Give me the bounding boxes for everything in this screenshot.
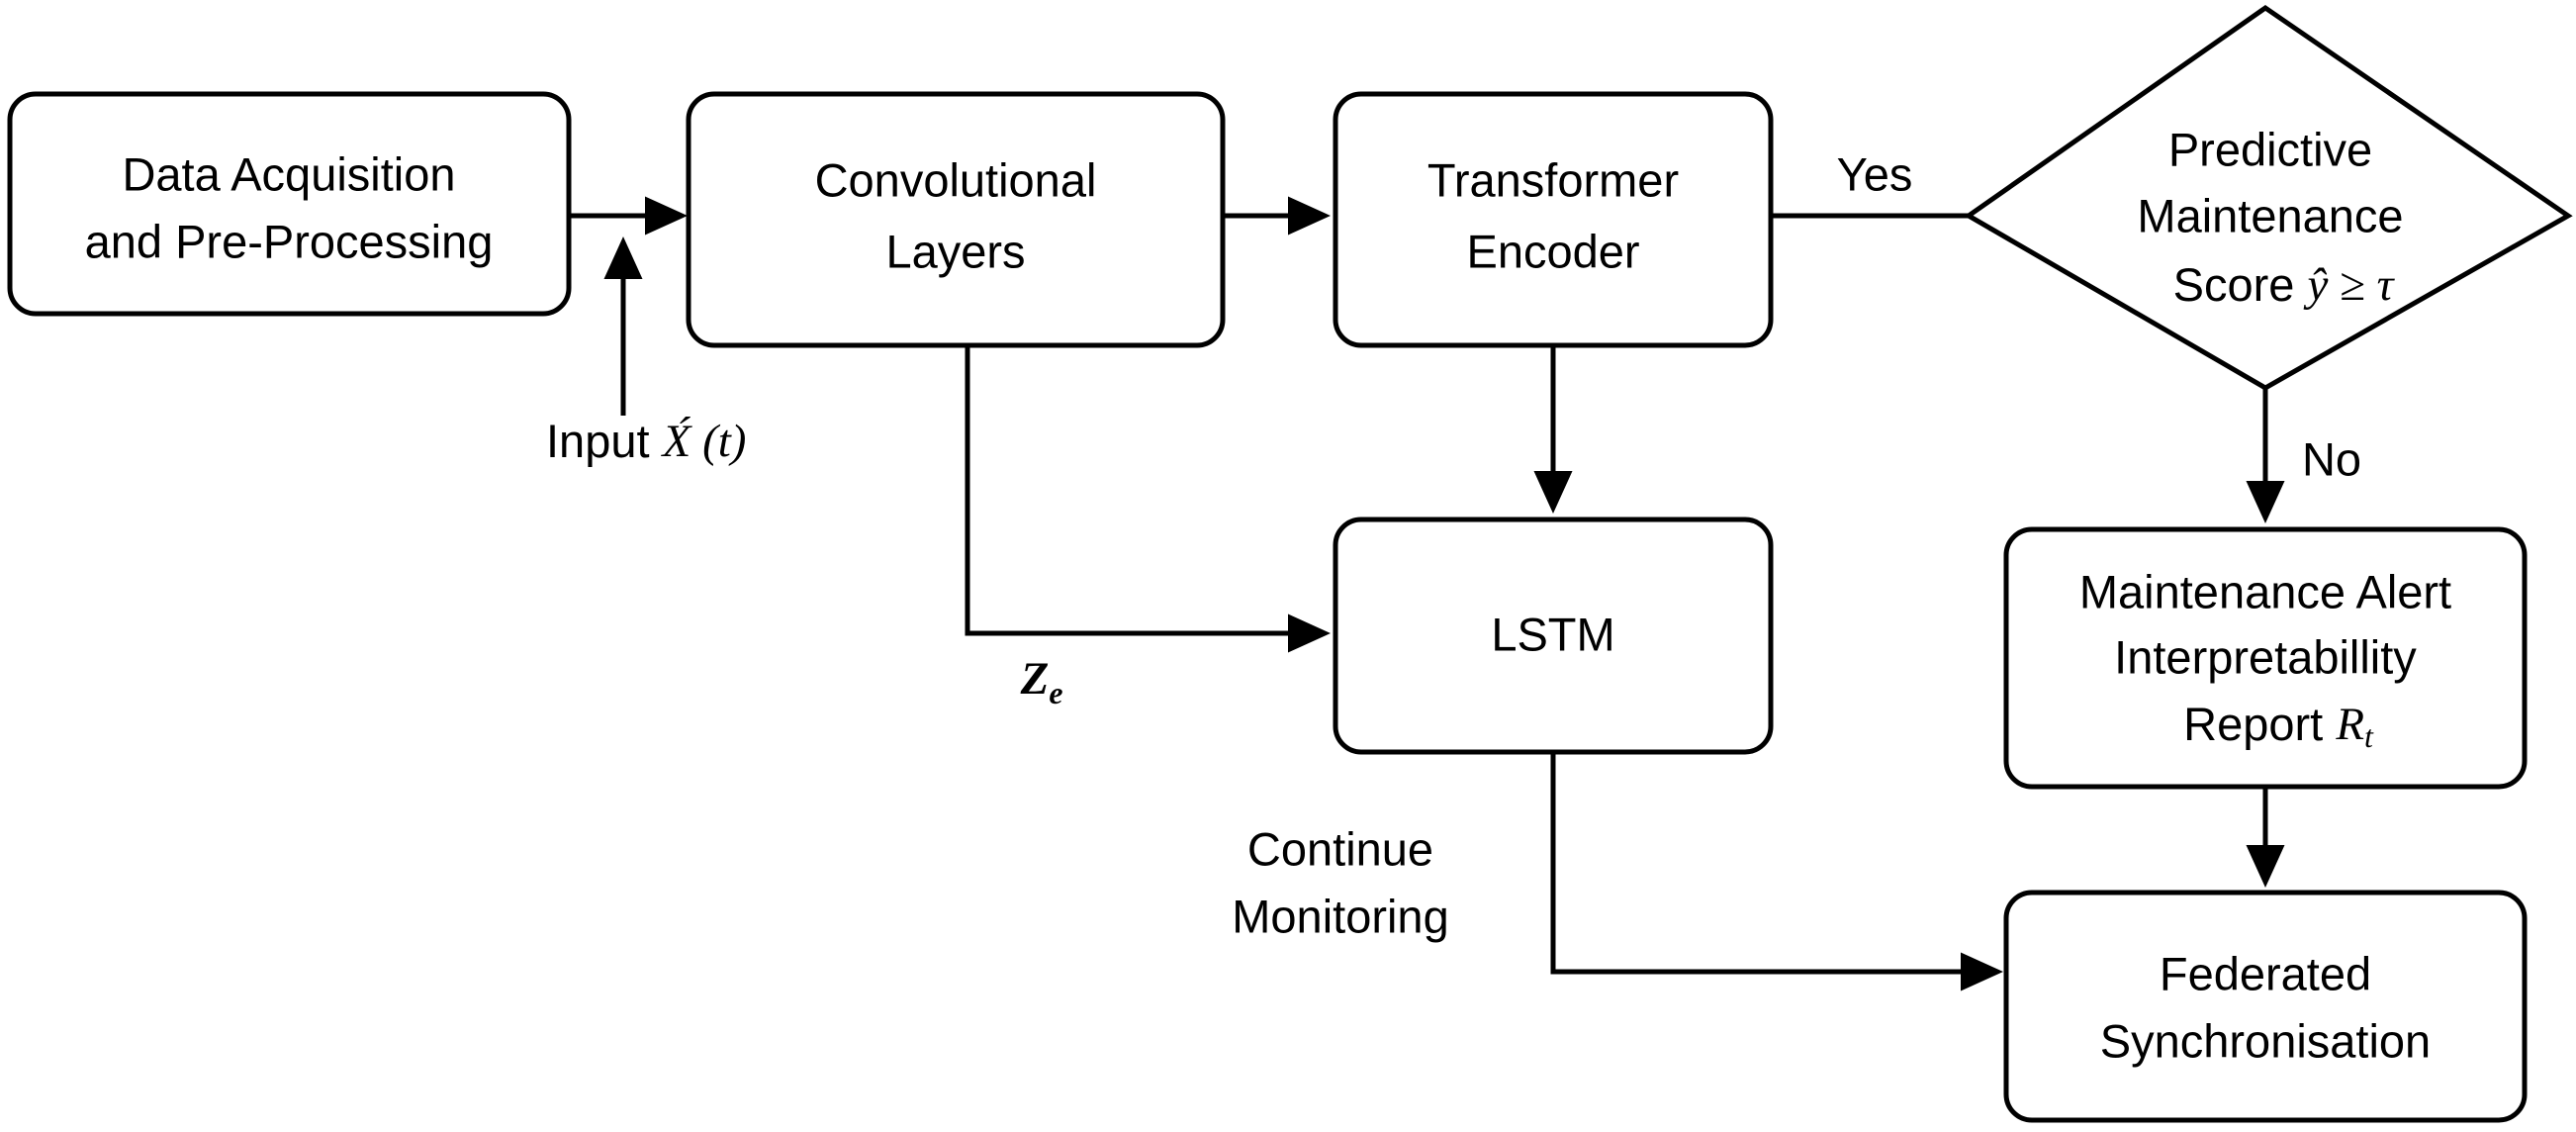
decision-score-threshold: τ	[2377, 259, 2396, 311]
node-convolutional-layers-box[interactable]	[686, 91, 1226, 348]
node-data-acquisition-box[interactable]	[7, 91, 572, 317]
node-decision-line2: Maintenance	[2137, 189, 2403, 241]
continue-monitoring-line1: Continue	[1247, 822, 1433, 875]
continue-monitoring-line2: Monitoring	[1232, 890, 1448, 942]
decision-score-prefix: Score	[2173, 258, 2308, 311]
node-federated-synchronisation-line2: Synchronisation	[2100, 1014, 2431, 1067]
node-predictive-maintenance-decision-diamond[interactable]	[1964, 4, 2573, 391]
node-maintenance-alert-line2: Interpretabillity	[2114, 630, 2417, 683]
report-subscript: t	[2364, 719, 2374, 754]
node-maintenance-alert-box[interactable]	[2003, 526, 2528, 790]
node-data-acquisition[interactable]: Data Acquisition and Pre-Processing	[7, 91, 572, 317]
edge-label-yes: Yes	[1837, 147, 1913, 200]
node-lstm-box[interactable]	[1333, 517, 1774, 755]
decision-score-symbol: ŷ	[2303, 259, 2328, 311]
node-lstm-label: LSTM	[1491, 608, 1614, 660]
edge-label-latent: Ze	[930, 652, 1128, 718]
node-convolutional-layers-line1: Convolutional	[815, 153, 1097, 206]
edge-conv-to-lstm	[965, 344, 1332, 653]
latent-subscript: e	[1049, 676, 1062, 710]
report-prefix: Report	[2183, 698, 2336, 750]
input-symbol: X́	[661, 416, 693, 467]
latent-symbol: Z	[1020, 653, 1050, 705]
input-suffix: (t)	[690, 416, 746, 467]
node-maintenance-alert-line1: Maintenance Alert	[2079, 565, 2451, 617]
report-symbol: R	[2335, 699, 2364, 750]
edge-lstm-to-federated	[1550, 752, 2004, 991]
node-federated-synchronisation-line1: Federated	[2160, 947, 2371, 999]
node-transformer-encoder-line1: Transformer	[1427, 153, 1679, 206]
node-convolutional-layers-line2: Layers	[885, 225, 1025, 277]
edge-label-input: Input X́ (t)	[546, 415, 811, 467]
node-data-acquisition-line2: and Pre-Processing	[85, 215, 494, 267]
node-data-acquisition-line1: Data Acquisition	[122, 147, 455, 200]
node-federated-synchronisation-box[interactable]	[2003, 890, 2528, 1123]
input-prefix: Input	[546, 415, 663, 467]
decision-score-operator: ≥	[2328, 259, 2376, 311]
node-transformer-encoder-line2: Encoder	[1466, 225, 1639, 277]
edge-label-continue-monitoring: Continue Monitoring	[1232, 822, 1448, 942]
node-decision-line3: Score ŷ ≥ τ	[2057, 258, 2484, 311]
edge-label-no: No	[2302, 432, 2361, 485]
node-transformer-encoder-box[interactable]	[1333, 91, 1774, 348]
node-lstm[interactable]: LSTM	[1333, 517, 1774, 755]
node-convolutional-layers[interactable]: Convolutional Layers	[686, 91, 1226, 348]
node-decision-line1: Predictive	[2168, 123, 2372, 175]
node-maintenance-alert-line3: Report Rt	[2068, 698, 2464, 762]
node-federated-synchronisation[interactable]: Federated Synchronisation	[2003, 890, 2528, 1123]
node-maintenance-alert[interactable]: Maintenance Alert Interpretabillity Repo…	[2003, 526, 2528, 790]
node-predictive-maintenance-decision[interactable]: Predictive Maintenance Score ŷ ≥ τ	[1964, 4, 2573, 391]
node-transformer-encoder[interactable]: Transformer Encoder	[1333, 91, 1774, 348]
